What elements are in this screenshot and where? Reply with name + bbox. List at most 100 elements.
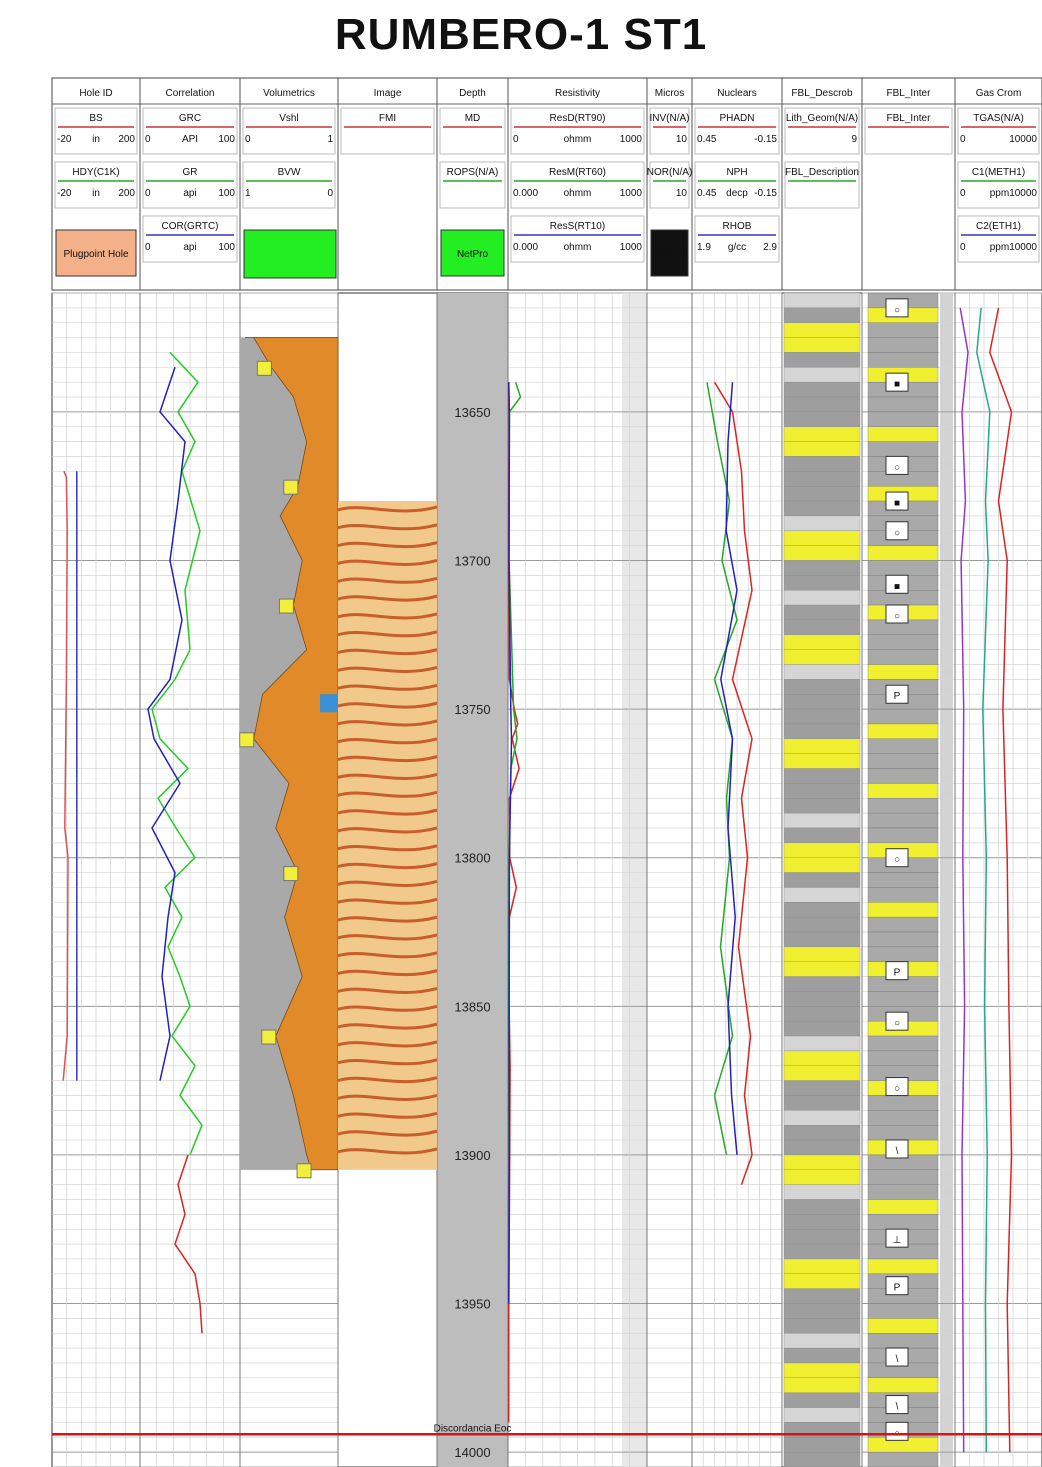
column-title: Gas Crom xyxy=(976,88,1022,99)
image-fmi-sinusoid xyxy=(337,808,438,816)
scale-min: 0.45 xyxy=(697,188,717,199)
micros-band xyxy=(622,293,647,1467)
depth-tick-label: 13750 xyxy=(454,702,490,717)
fbl-inter-symbol-box xyxy=(885,684,909,704)
fbl-lithology-cell xyxy=(783,1006,861,1022)
fbl-inter-symbol: ■ xyxy=(894,498,900,509)
fbl-inter-cell xyxy=(867,426,939,442)
fbl-inter-symbol-box xyxy=(885,604,909,624)
discordance-marker-label: Discordancia Eoc xyxy=(434,1423,512,1434)
fbl-inter-symbol: ○ xyxy=(894,305,900,316)
image-fmi-sinusoid xyxy=(337,630,438,638)
fbl-lithology-cell xyxy=(783,976,861,992)
image-fmi-sinusoid xyxy=(337,719,438,727)
fbl-inter-cell xyxy=(867,322,939,338)
image-fmi-band xyxy=(338,501,437,1170)
fbl-inter-symbol: \ xyxy=(896,1402,899,1413)
image-fmi-sinusoid xyxy=(337,523,438,531)
fbl-lithology-cell xyxy=(783,768,861,784)
fbl-lithology-cell xyxy=(783,337,861,353)
fbl-inter-cell xyxy=(867,887,939,903)
fbl-lithology-cell xyxy=(783,1095,861,1111)
fbl-lithology-cell xyxy=(783,1080,861,1096)
fbl-inter-symbol-box xyxy=(885,1276,909,1296)
curve-entry xyxy=(54,107,138,155)
fbl-inter-symbol-box xyxy=(885,455,909,475)
fbl-lithology-cell xyxy=(783,842,861,858)
fbl-inter-symbol: P xyxy=(894,968,901,979)
fbl-inter-symbol: ○ xyxy=(894,855,900,866)
image-fmi-sinusoid xyxy=(337,1040,438,1048)
fbl-lithology-cell xyxy=(783,1110,861,1126)
image-fmi-sinusoid xyxy=(337,1129,438,1137)
fbl-lithology-cell xyxy=(783,396,861,413)
fbl-inter-symbol-box xyxy=(885,372,909,392)
fbl-lithology-cell xyxy=(783,1243,861,1260)
fbl-lithology-cell xyxy=(783,1154,861,1170)
curve-name: BS xyxy=(89,113,103,124)
fbl-lithology-cell xyxy=(783,679,861,695)
depth-tick-label: 13700 xyxy=(454,553,490,568)
fbl-lithology-cell xyxy=(783,367,861,383)
fbl-lithology-cell xyxy=(783,560,861,576)
fbl-lithology-cell xyxy=(783,619,861,635)
fbl-lithology-cell xyxy=(783,1065,861,1081)
curve-entry xyxy=(649,107,690,155)
curve-entry xyxy=(439,161,506,209)
fbl-inter-cell xyxy=(867,1258,939,1275)
curve-name: ROPS(N/A) xyxy=(447,167,499,178)
fbl-inter-symbol-box xyxy=(885,1139,909,1159)
column-title: Depth xyxy=(459,88,486,99)
fbl-lithology-cell xyxy=(783,991,861,1007)
fbl-lithology-cell xyxy=(783,1273,861,1289)
scale-max: 10 xyxy=(676,134,688,145)
image-fmi-sinusoid xyxy=(337,880,438,887)
scale-unit: api xyxy=(183,188,196,199)
fbl-inter-symbol-box xyxy=(885,1395,909,1415)
image-fmi-sinusoid xyxy=(337,594,438,602)
fbl-lithology-cell xyxy=(783,292,861,309)
scale-max: 1 xyxy=(327,134,333,145)
fbl-lithology-cell xyxy=(783,426,861,442)
curve-entry xyxy=(694,161,780,209)
image-fmi-sinusoid xyxy=(337,666,438,673)
fbl-inter-symbol: ■ xyxy=(894,581,900,592)
image-fmi-sinusoid xyxy=(337,576,438,584)
fbl-inter-cell xyxy=(867,1199,939,1215)
scale-unit: ohmm xyxy=(564,242,592,253)
scale-max: 0 xyxy=(327,188,333,199)
fbl-inter-symbol-box xyxy=(885,574,909,594)
fbl-inter-symbol-box xyxy=(885,961,909,981)
fbl-lithology-cell xyxy=(783,441,861,457)
volumetrics-vshl-area xyxy=(244,337,339,1171)
fbl-lithology-cell xyxy=(783,590,861,606)
curve-entry xyxy=(510,161,645,209)
curve-name: FMI xyxy=(379,113,396,124)
fbl-inter-cell xyxy=(867,1110,939,1126)
fbl-lithology-cell xyxy=(783,307,861,323)
fbl-lithology-cell xyxy=(783,961,861,977)
curve-entry xyxy=(340,107,435,155)
fbl-lithology-cell xyxy=(783,1392,861,1408)
fbl-lithology-cell xyxy=(783,1125,861,1141)
fbl-lithology-cell xyxy=(783,1258,861,1275)
fbl-lithology-cell xyxy=(783,857,861,873)
volumetrics-bvw-patch xyxy=(320,694,338,713)
image-fmi-sinusoid xyxy=(337,826,438,834)
fbl-lithology-cell xyxy=(783,471,861,487)
fbl-lithology-cell xyxy=(783,322,861,338)
image-fmi-sinusoid xyxy=(337,701,438,709)
fbl-inter-symbol-box xyxy=(885,491,909,511)
scale-max: 100 xyxy=(218,134,235,145)
image-fmi-sinusoid xyxy=(337,1076,438,1084)
volumetrics-sand-patch xyxy=(296,1163,312,1179)
fbl-inter-cell xyxy=(867,768,939,784)
fbl-inter-symbol-box xyxy=(885,1011,909,1031)
fbl-lithology-cell xyxy=(783,783,861,799)
fbl-inter-symbol-box xyxy=(885,521,909,541)
curve-entry xyxy=(439,107,506,155)
scale-max: 2.9 xyxy=(763,242,777,253)
fbl-lithology-cell xyxy=(783,530,861,546)
fbl-inter-cell xyxy=(867,783,939,799)
